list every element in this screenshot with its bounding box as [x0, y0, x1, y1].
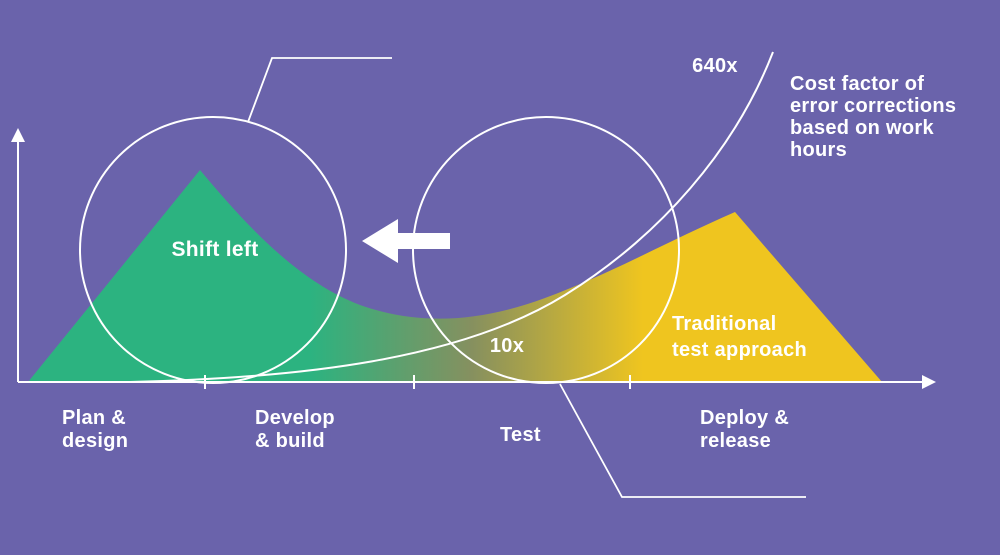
phase-label-plan-design: Plan & design	[62, 407, 128, 452]
effort-curve-area	[28, 170, 882, 382]
phase-develop-line1: Develop	[255, 407, 335, 429]
phase-label-test: Test	[500, 424, 541, 446]
callout-line-top	[247, 57, 392, 123]
phase-plan-line2: design	[62, 430, 128, 452]
phase-test-line1: Test	[500, 424, 541, 446]
phase-label-deploy-release: Deploy & release	[700, 407, 789, 452]
traditional-label-line2: test approach	[672, 339, 807, 361]
callout-line-bottom	[559, 383, 806, 498]
traditional-label-line1: Traditional	[672, 313, 776, 335]
phase-deploy-line1: Deploy &	[700, 407, 789, 429]
shift-left-label: Shift left	[172, 238, 259, 261]
phase-deploy-line2: release	[700, 430, 771, 452]
cost-curve	[129, 51, 774, 383]
x-axis-arrowhead-icon	[922, 375, 936, 389]
axes	[11, 128, 936, 389]
multiplier-640x-label: 640x	[692, 55, 738, 77]
y-axis-arrowhead-icon	[11, 128, 25, 142]
cost-annotation-line3: based on work	[790, 117, 935, 139]
phase-plan-line1: Plan &	[62, 407, 126, 429]
cost-annotation: Cost factor of error corrections based o…	[790, 73, 956, 161]
multiplier-10x-label: 10x	[490, 335, 524, 357]
cost-annotation-line1: Cost factor of	[790, 73, 924, 95]
shift-left-arrow-icon	[362, 219, 450, 263]
phase-develop-line2: & build	[255, 430, 325, 452]
phase-label-develop-build: Develop & build	[255, 407, 335, 452]
cost-annotation-line2: error corrections	[790, 95, 956, 117]
cost-annotation-line4: hours	[790, 139, 847, 161]
